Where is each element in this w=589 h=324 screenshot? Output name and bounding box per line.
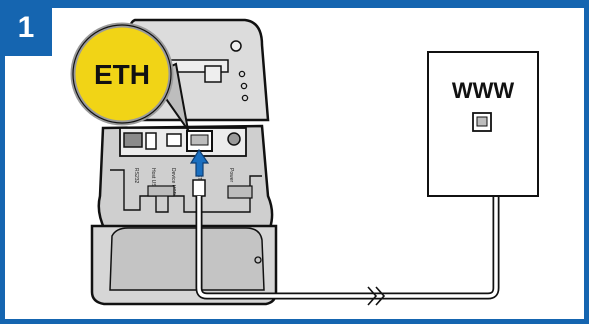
device-usb-port [166, 133, 182, 147]
wall-outlet-label: WWW [452, 78, 515, 103]
payment-terminal: RS232 Host USB Device USB ETH Power [90, 18, 278, 306]
port-label-rs232: RS232 [133, 168, 139, 184]
port-label-device-usb: Device USB [170, 168, 176, 196]
eth-callout: ETH [70, 22, 189, 131]
power-jack [227, 132, 241, 146]
port-label-host-usb: Host USB [150, 168, 156, 191]
port-label-power: Power [228, 168, 234, 183]
step-number-badge: 1 [0, 0, 52, 56]
insert-arrow-icon [189, 148, 210, 177]
host-usb-port [145, 132, 157, 150]
rs232-port [123, 132, 143, 148]
port-label-eth: ETH [196, 174, 202, 184]
callout-eth-label: ETH [94, 59, 150, 90]
wall-outlet: WWW [427, 51, 539, 197]
